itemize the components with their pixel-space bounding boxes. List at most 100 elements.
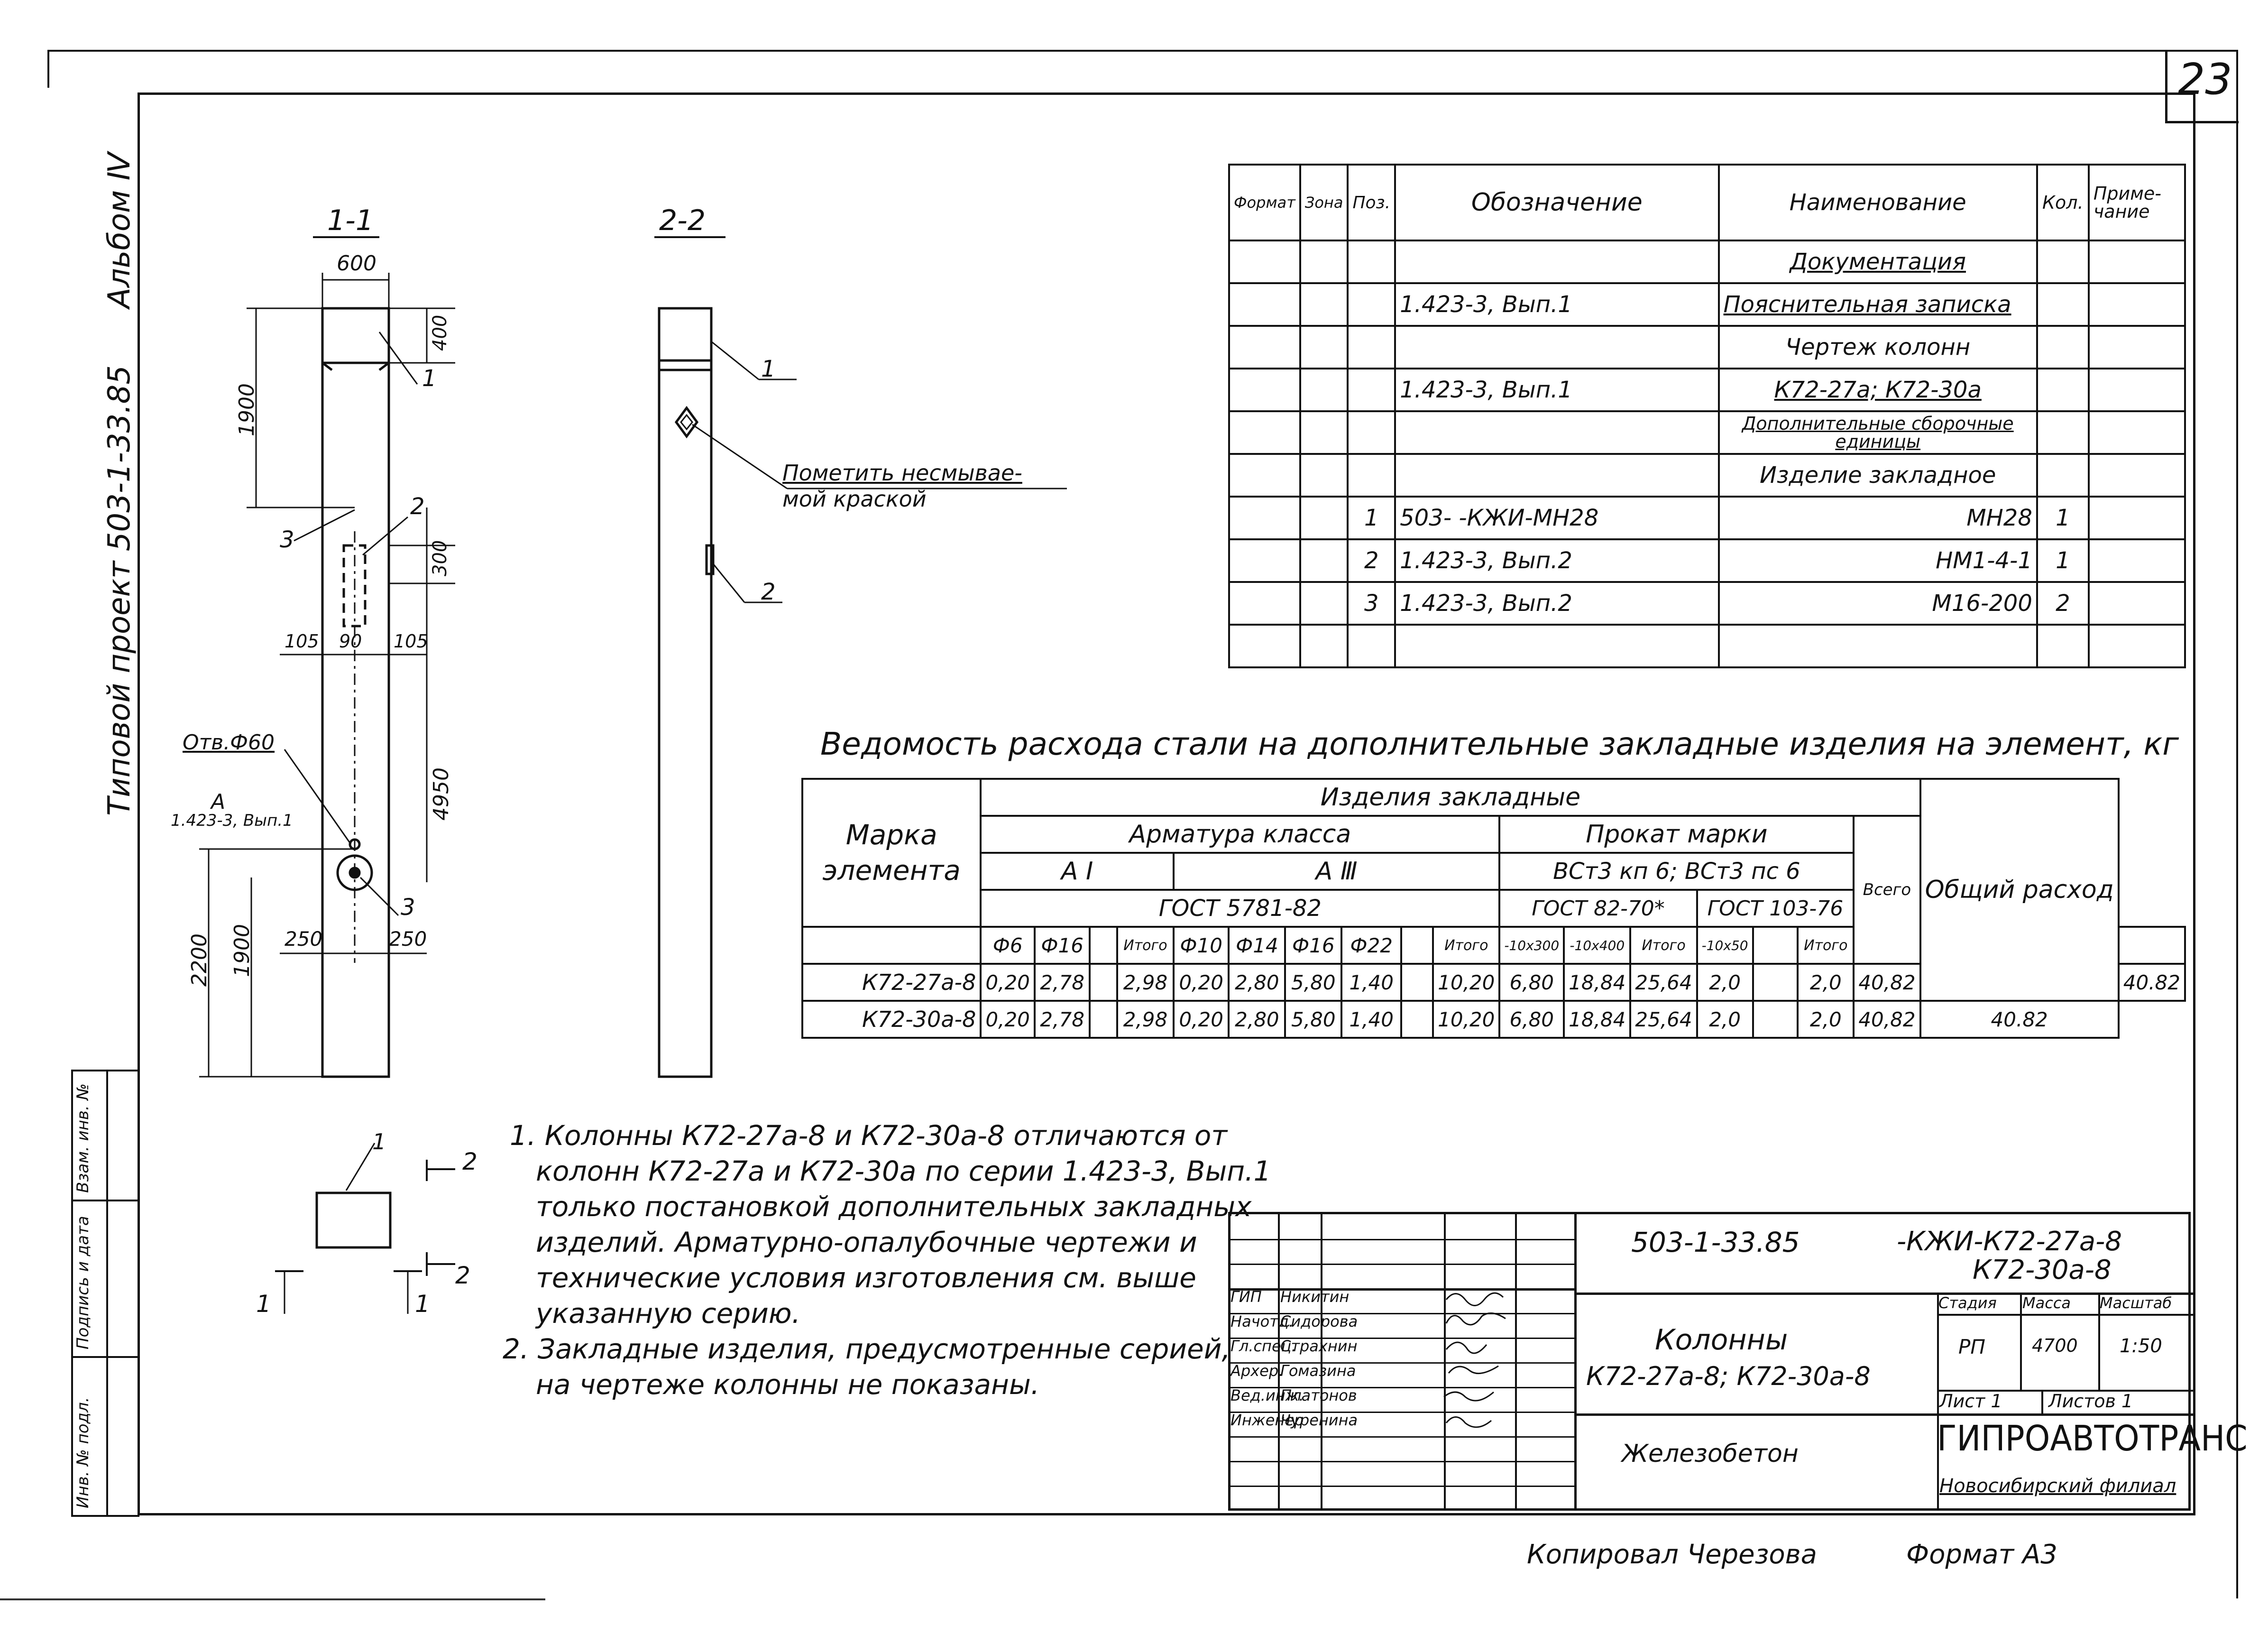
stamp-sheet: Лист 1 — [1939, 1391, 2002, 1412]
paint-note-2: мой краской — [782, 486, 927, 512]
sheet-number: 23 — [2178, 55, 2232, 104]
dim-90: 90 — [339, 631, 362, 652]
steel-table-title: Ведомость расхода стали на дополнительны… — [820, 726, 2179, 762]
stamp-role-6: Инженер — [1230, 1411, 1304, 1429]
dim-600: 600 — [337, 251, 376, 276]
stamp-organization: ГИПРОАВТОТРАНС — [1937, 1418, 2248, 1459]
signature-1 — [1445, 1292, 1504, 1306]
spec-h-designation: Обозначение — [1394, 164, 1720, 241]
note-line-3: только постановкой дополнительных заклад… — [536, 1191, 1252, 1223]
dim-250-right: 250 — [389, 927, 427, 951]
outer-frame-right — [2236, 50, 2238, 1598]
stamp-name-4: Гомазина — [1280, 1362, 1356, 1380]
stamp-title-2: К72-27а-8; К72-30а-8 — [1586, 1361, 1871, 1391]
steel-h-items: Изделия закладные — [980, 778, 1921, 817]
marking-diamond — [674, 406, 699, 439]
signature-5 — [1443, 1391, 1494, 1402]
stamp-title-1: Колонны — [1655, 1323, 1788, 1357]
spec-h-note: Приме- чание — [2087, 164, 2186, 241]
stamp-name-5: Платонов — [1280, 1386, 1357, 1404]
sheet-number-box: 23 — [2165, 50, 2239, 123]
steel-h-gost3: ГОСТ 103-76 — [1696, 889, 1855, 928]
note-line-4: изделий. Арматурно-опалубочные чертежи и — [536, 1226, 1197, 1258]
note-line-1: 1. Колонны К72-27а-8 и К72-30а-8 отличаю… — [510, 1119, 1228, 1152]
note-line-2: колонн К72-27а и К72-30а по серии 1.423-… — [536, 1155, 1271, 1187]
stamp-h-stage: Стадия — [1938, 1294, 1997, 1312]
corner-tick — [47, 50, 49, 88]
stamp-role-1: ГИП — [1230, 1288, 1262, 1306]
steel-h-mark: Марка элемента — [801, 778, 982, 928]
table-row: Документация — [1228, 240, 2186, 284]
title-block — [1228, 1212, 2193, 1511]
steel-h-gost2: ГОСТ 82-70* — [1498, 889, 1698, 928]
stamp-name-2: Сидорова — [1280, 1312, 1358, 1330]
spec-h-zone: Зона — [1299, 164, 1349, 241]
steel-table: Марка элемента Изделия закладные Общий р… — [801, 778, 2186, 1039]
stamp-scale: 1:50 — [2120, 1335, 2162, 1357]
drawing-frame — [138, 92, 2195, 1515]
hole-ref-a: A — [211, 790, 226, 814]
steel-h-a3: А Ⅲ — [1172, 852, 1501, 891]
stamp-name-3: Страхнин — [1280, 1337, 1358, 1355]
steel-h-rolled: Прокат марки — [1498, 815, 1855, 854]
detail-label-1-left: 1 — [256, 1290, 271, 1318]
callout-3-bottom: 3 — [401, 894, 415, 921]
note-line-7: 2. Закладные изделия, предусмотренные се… — [503, 1333, 1230, 1365]
table-row: Чертеж колонн — [1228, 325, 2186, 369]
signature-4 — [1448, 1365, 1499, 1375]
outer-frame-top — [47, 50, 2238, 52]
column-2-2-body — [658, 307, 713, 1078]
steel-h-gost1: ГОСТ 5781-82 — [980, 889, 1501, 928]
paint-note-1: Пометить несмывае- — [782, 460, 1022, 486]
stamp-name-1: Никитин — [1280, 1288, 1350, 1306]
hole-label: Отв.Ф60 — [183, 730, 275, 755]
detail-label-2-bottom: 2 — [455, 1262, 470, 1289]
steel-h-rebar: Арматура класса — [980, 815, 1501, 854]
stamp-role-2: Начотд. — [1230, 1312, 1294, 1330]
steel-h-steel: ВСт3 кп 6; ВСт3 пс 6 — [1498, 852, 1855, 891]
section-1-1-title: 1-1 — [327, 204, 374, 237]
table-row: Изделие закладное — [1228, 453, 2186, 498]
specification-table: Формат Зона Поз. Обозначение Наименовани… — [1228, 164, 2186, 668]
steel-h-total: Общий расход — [1919, 778, 2120, 1002]
detail-label-1: 1 — [372, 1129, 386, 1154]
callout-3-top: 3 — [280, 526, 294, 553]
stamp-mass: 4700 — [2032, 1335, 2078, 1356]
dim-250-left: 250 — [285, 927, 323, 951]
stamp-code: 503-1-33.85 — [1631, 1226, 1800, 1258]
table-row: Дополнительные сборочные единицы — [1228, 410, 2186, 455]
detail-plate — [315, 1191, 392, 1249]
callout-1: 1 — [422, 365, 437, 392]
spec-h-qty: Кол. — [2036, 164, 2090, 241]
stamp-code-suffix-1: -КЖИ-К72-27а-8 — [1897, 1226, 2122, 1257]
stamp-stage: РП — [1958, 1335, 1985, 1358]
stamp-h-mass: Масса — [2022, 1294, 2071, 1312]
callout-2: 2 — [410, 493, 425, 520]
hole-ref-b: 1.423-3, Вып.1 — [171, 811, 293, 830]
detail-label-2-top: 2 — [462, 1148, 477, 1175]
signature-6 — [1445, 1416, 1492, 1428]
stamp-sheets: Листов 1 — [2048, 1391, 2133, 1412]
section-2-2-title: 2-2 — [659, 204, 706, 237]
dim-105-right: 105 — [394, 631, 428, 652]
spec-h-format: Формат — [1228, 164, 1301, 241]
callout-1-side: 1 — [761, 356, 776, 382]
column-1-1-head — [321, 307, 390, 364]
spec-h-name: Наименование — [1717, 164, 2038, 241]
stamp-h-scale: Масштаб — [2100, 1294, 2172, 1312]
stamp-name-6: Чуренина — [1280, 1411, 1358, 1429]
dim-105-left: 105 — [285, 631, 319, 652]
steel-h-total-all: Всего — [1853, 815, 1921, 965]
bottom-edge-line — [0, 1598, 545, 1600]
stamp-role-3: Гл.спец. — [1230, 1337, 1296, 1355]
